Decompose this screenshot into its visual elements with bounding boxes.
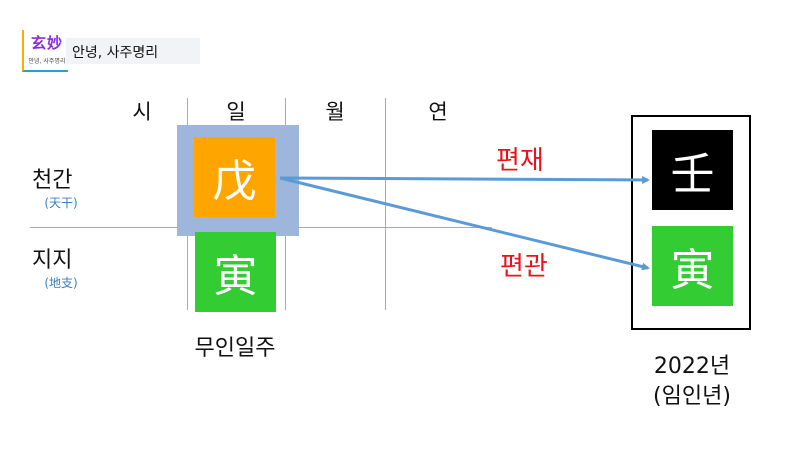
year-label: 2022년 [653, 354, 731, 379]
logo-main-text: 玄妙 [30, 34, 63, 52]
relation-label-stem: 편재 [496, 146, 544, 176]
arrow-to-year-stem [279, 175, 650, 184]
brand-title-bar: 안녕, 사주명리 [66, 38, 200, 64]
arrow-to-year-branch [279, 176, 650, 271]
row-sub-stem: (天干) [44, 196, 78, 210]
row-label-branch: 지지 [32, 248, 73, 273]
row-sub-branch: (地支) [44, 276, 78, 290]
column-header-day: 일 [226, 100, 246, 124]
year-ganji-label: (임인년) [653, 384, 731, 409]
day-stem-cell: 戊 [194, 137, 275, 217]
day-pillar-caption: 무인일주 [194, 336, 276, 361]
year-stem-cell: 壬 [652, 130, 733, 210]
year-pillar-frame [631, 115, 751, 330]
brand-logo: 玄妙 안녕, 사주명리 [22, 30, 68, 72]
year-branch-cell: 寅 [652, 226, 733, 306]
brand-title: 안녕, 사주명리 [72, 45, 159, 61]
day-branch-cell: 寅 [195, 232, 276, 312]
row-label-stem: 천간 [32, 168, 73, 193]
column-header-month: 월 [325, 100, 345, 124]
column-header-year: 연 [428, 100, 448, 124]
logo-sub-text: 안녕, 사주명리 [28, 58, 66, 65]
column-header-hour: 시 [132, 100, 152, 124]
relation-label-branch: 편관 [500, 252, 548, 282]
